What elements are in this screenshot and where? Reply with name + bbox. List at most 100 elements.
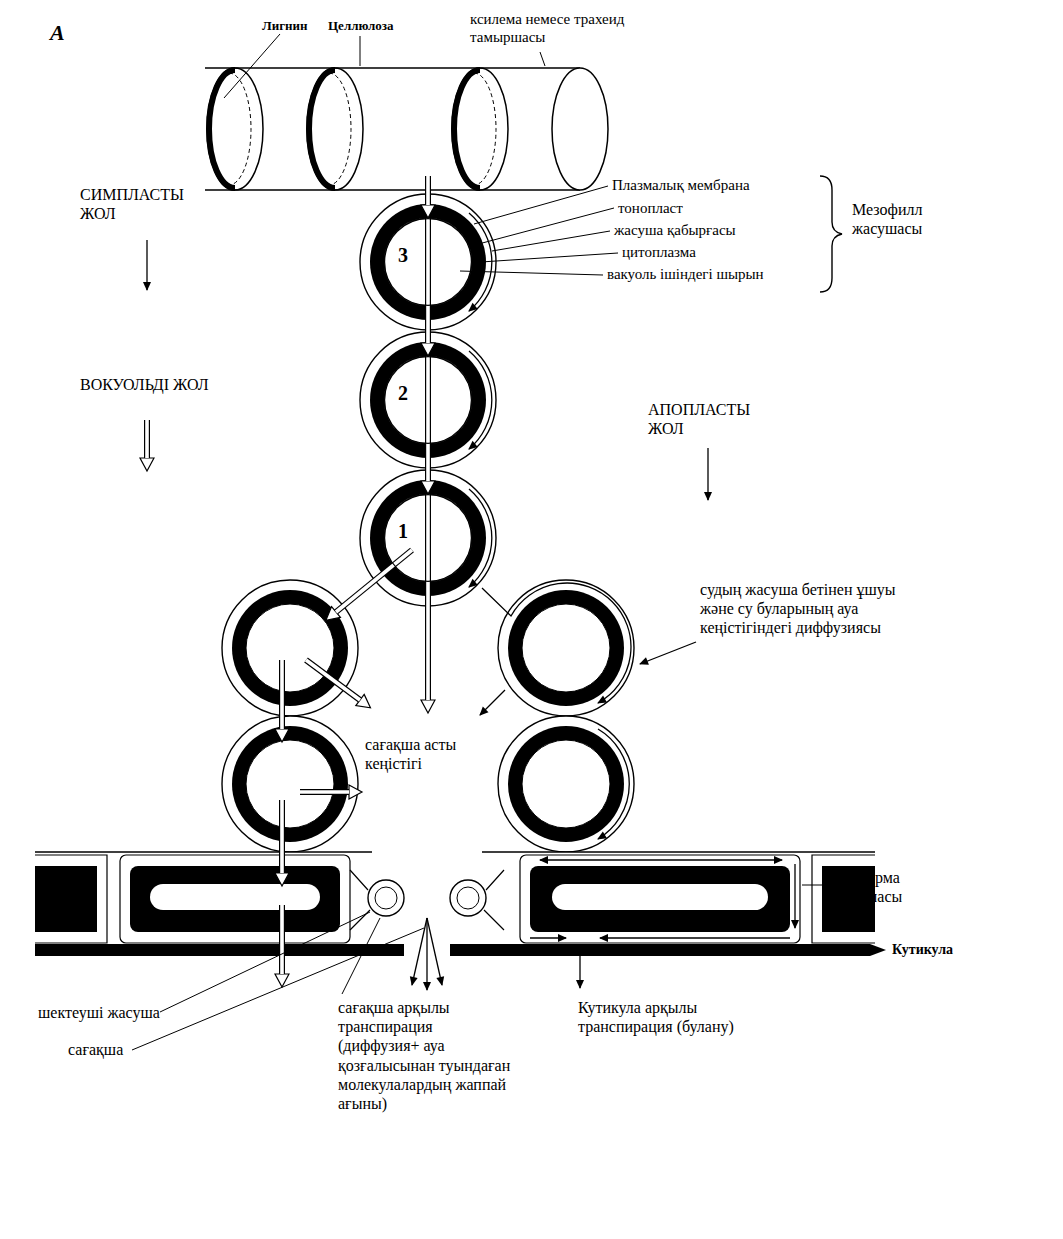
space-label: сағақша асты кеңістігі — [365, 735, 485, 773]
leader-line — [160, 912, 370, 1012]
guard-cell-label: шектеуші жасуша — [38, 1003, 160, 1022]
symplast-arrow — [336, 550, 412, 612]
leader-line — [460, 271, 603, 275]
apoplast-arrow — [469, 489, 492, 587]
xylem-vessel — [307, 68, 363, 190]
symplast-arrow — [426, 218, 430, 306]
symplast-arrow — [425, 218, 431, 306]
symplast-arrow — [145, 420, 149, 458]
leader-line — [342, 918, 380, 994]
leader-line — [481, 253, 618, 262]
leader-line — [540, 52, 545, 66]
cytoplasm-label: цитоплазма — [622, 243, 696, 261]
symplast-arrow — [425, 444, 431, 481]
apoplast-arrow — [598, 729, 629, 839]
part-label: Лигнин — [262, 18, 308, 34]
epidermis — [530, 866, 790, 932]
node-text-holder: 3 — [398, 244, 408, 266]
vacuole-label: вакуоль ішіндегі шырын — [607, 265, 764, 283]
apoplast-arrow — [530, 937, 566, 938]
symplast-arrow — [300, 790, 349, 794]
process-note: Кутикула арқылы транспирация (булану) — [578, 998, 748, 1036]
leader-line — [360, 36, 361, 66]
apoplast-arrow — [540, 859, 600, 860]
tonoplast-outline — [384, 494, 472, 582]
leader-line — [471, 208, 614, 246]
symplast-arrow — [306, 660, 360, 700]
apoplast-arrow — [480, 690, 505, 715]
apoplast-arrow — [412, 918, 427, 985]
leader-line — [132, 34, 828, 1050]
symplast-arrow — [279, 660, 285, 729]
apoplast-arrow — [640, 642, 696, 664]
mesophyll-cell — [222, 580, 358, 716]
cell-label: Эпидерма жасушасы — [832, 868, 952, 906]
tonoplast-outline — [384, 356, 472, 444]
epidermis — [120, 855, 350, 943]
apoplast-arrow — [600, 937, 790, 938]
symplast-arrow — [300, 789, 349, 795]
leader-line — [224, 34, 280, 98]
apoplast-arrow — [600, 859, 782, 860]
mesophyll-cell — [222, 194, 634, 852]
symplast-arrow — [426, 306, 430, 343]
xylem-vessel — [329, 73, 351, 185]
wall-label: жасуша қабырғасы — [614, 221, 736, 239]
xylem-vessel — [454, 70, 480, 188]
symplast-arrow — [428, 444, 429, 481]
cell-label: Мезофилл жасушасы — [852, 200, 962, 238]
epidermis — [35, 851, 875, 852]
epidermis — [520, 855, 800, 943]
xylem-vessel — [309, 70, 335, 188]
symplast-arrow — [425, 306, 431, 343]
pathway-label: ВОКУОЛЬДІ ЖОЛ — [80, 375, 209, 394]
symplast-arrow — [280, 660, 284, 729]
process-note: сағақша арқылы транспирация (диффузия+ а… — [338, 998, 513, 1113]
apoplast-arrow — [482, 583, 631, 703]
figure-letter: А — [50, 20, 65, 46]
apoplast-arrow — [427, 918, 442, 985]
epidermis — [150, 884, 320, 910]
vacuole-node: 2 — [384, 356, 472, 444]
callout-number: 2 — [398, 382, 408, 404]
vessel-label: ксилема немесе трахеид тамыршасы — [470, 10, 660, 46]
epidermis — [35, 852, 875, 944]
symplast-arrow — [426, 444, 430, 481]
node-text-holder: 2 — [398, 382, 408, 404]
epidermis — [35, 855, 107, 943]
guard-cell — [450, 880, 486, 916]
pathway-label: АПОПЛАСТЫ ЖОЛ — [648, 400, 768, 438]
callout-number: 1 — [398, 520, 408, 542]
symplast-arrow — [279, 905, 285, 974]
apoplast-arrow — [579, 946, 580, 988]
symplast-arrow — [426, 176, 430, 205]
epidermis — [130, 866, 340, 932]
apoplast-arrow — [707, 448, 708, 500]
tonoplast-outline — [384, 218, 472, 306]
epidermis — [552, 884, 768, 910]
guard-cell — [368, 880, 404, 916]
membrane-label: Плазмалық мембрана — [612, 176, 750, 194]
mesophyll-cell — [498, 716, 634, 852]
apoplast-arrow — [146, 240, 147, 290]
apoplast-arrow — [426, 918, 427, 990]
epidermis — [35, 852, 886, 956]
symplast-arrow — [425, 356, 431, 444]
mesophyll-cell — [498, 580, 634, 716]
tonoplast-outline — [385, 495, 472, 582]
symplast-arrow — [428, 306, 429, 343]
symplast-arrow — [280, 905, 284, 974]
cuticle — [35, 944, 404, 956]
bracket — [820, 176, 842, 292]
symplast-arrow — [306, 660, 360, 700]
xylem-vessel — [209, 70, 235, 188]
guard-cell — [375, 887, 397, 909]
xylem-vessel — [474, 73, 496, 185]
tonoplast-outline — [385, 219, 472, 306]
cuticle — [450, 944, 886, 956]
vacuole-node: 3 — [384, 218, 472, 306]
symplast-arrow — [426, 494, 430, 700]
symplast-arrow — [426, 356, 430, 444]
